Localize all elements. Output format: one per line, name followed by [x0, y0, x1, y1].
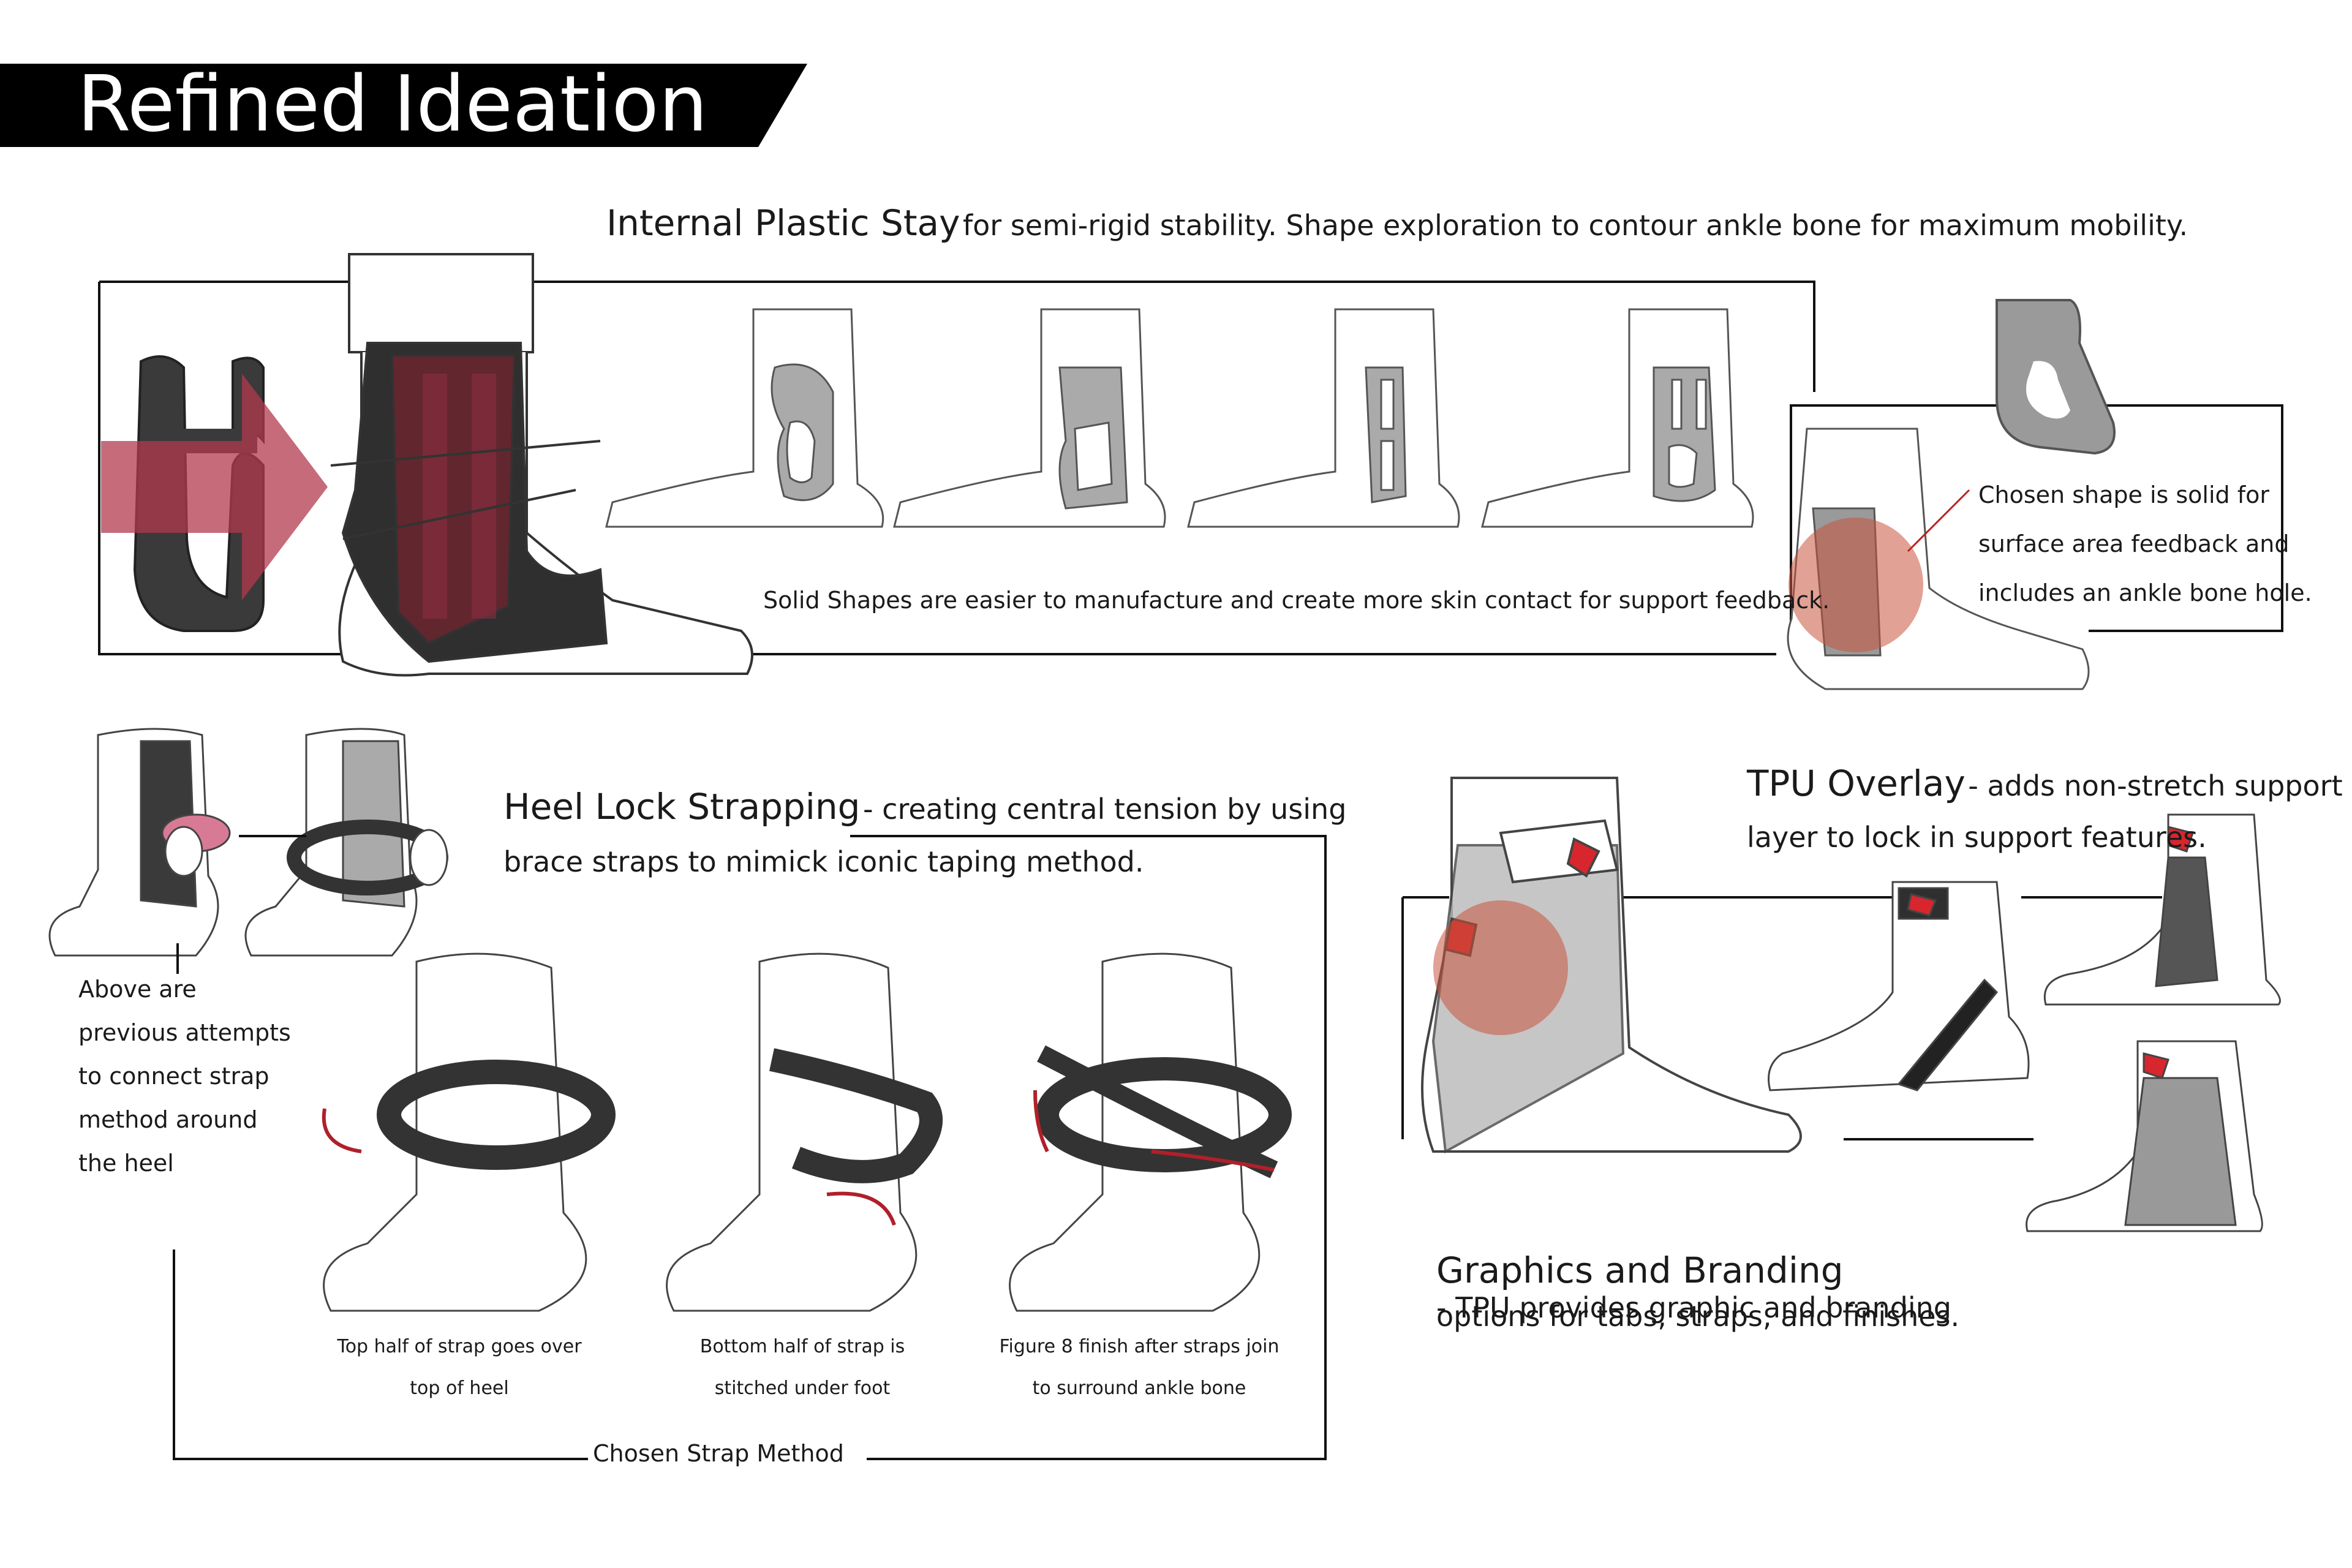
stay-variant-4	[1481, 308, 1754, 528]
ankle-bone-hole	[2026, 361, 2070, 419]
previous-note-line-5: the heel	[78, 1150, 174, 1177]
strap-step-1	[322, 952, 616, 1312]
heel-attempt-2	[244, 728, 448, 957]
heel-subheading-1: - creating central tension by using	[862, 793, 1347, 826]
tpu-variant-2	[2043, 813, 2281, 1006]
previous-note-line-3: to connect strap	[78, 1063, 270, 1090]
tpu-heading-block: TPU Overlay - adds non-stretch support	[1747, 763, 2343, 804]
heel-heading: Heel Lock Strapping	[503, 786, 861, 827]
stay-note: Solid Shapes are easier to manufacture a…	[763, 587, 1830, 614]
previous-note: Above are previous attempts to connect s…	[78, 968, 291, 1185]
caption-step-3-line-2: to surround ankle bone	[1032, 1378, 1246, 1399]
chosen-strap-label: Chosen Strap Method	[588, 1429, 849, 1478]
caption-step-3-line-1: Figure 8 finish after straps join	[999, 1336, 1280, 1357]
stay-heading-block: Internal Plastic Stay for semi-rigid sta…	[606, 202, 2188, 244]
heel-subheading-2: brace straps to mimick iconic taping met…	[503, 845, 1144, 878]
stay-heading: Internal Plastic Stay	[606, 202, 960, 244]
caption-step-2-line-2: stitched under foot	[714, 1378, 891, 1399]
previous-note-line-2: previous attempts	[78, 1019, 291, 1046]
arrow-icon	[101, 374, 328, 600]
caption-step-2-line-1: Bottom half of strap is	[699, 1336, 905, 1357]
chosen-note-line-2: surface area feedback and	[1978, 530, 2290, 557]
chosen-strap-line	[173, 1250, 612, 1460]
previous-note-line-4: method around	[78, 1106, 258, 1133]
tpu-variant-3	[2026, 1040, 2263, 1232]
caption-step-2: Bottom half of strap is stitched under f…	[649, 1326, 956, 1409]
stay-subheading: for semi-rigid stability. Shape explorat…	[962, 209, 2188, 242]
caption-step-1: Top half of strap goes over top of heel	[306, 1326, 612, 1409]
chosen-note-line-1: Chosen shape is solid for	[1978, 481, 2269, 508]
strap-step-3	[1009, 952, 1292, 1312]
strap-step-2	[666, 952, 943, 1312]
caption-step-1-line-1: Top half of strap goes over	[337, 1336, 582, 1357]
stay-variant-3	[1187, 308, 1460, 528]
tpu-subheading-2: layer to lock in support features.	[1747, 821, 2207, 854]
branding-heading-block: Graphics and Branding - TPU provides gra…	[1436, 1250, 2352, 1324]
caption-step-3: Figure 8 finish after straps join to sur…	[980, 1326, 1298, 1409]
branding-heading: Graphics and Branding	[1436, 1250, 1844, 1291]
branding-subheading-1: - TPU provides graphic and branding	[1436, 1291, 1951, 1324]
tpu-variant-1	[1768, 881, 2030, 1091]
chosen-note: Chosen shape is solid for surface area f…	[1978, 470, 2312, 617]
heel-frame	[850, 835, 1327, 1460]
previous-note-line-1: Above are	[78, 976, 197, 1003]
page-title: Refined Ideation	[77, 59, 708, 149]
heel-heading-block: Heel Lock Strapping - creating central t…	[503, 786, 1346, 827]
stay-frame-top	[99, 281, 1815, 392]
tpu-highlight-circle	[1433, 900, 1568, 1035]
caption-step-1-line-2: top of heel	[410, 1378, 509, 1399]
highlight-circle	[1789, 518, 1923, 652]
title-banner	[0, 64, 807, 147]
stay-frame-bottom	[98, 282, 1776, 655]
chosen-frame	[1790, 404, 2283, 637]
branding-subheading-2: options for tabs, straps, and finishes.	[1436, 1300, 1960, 1333]
callout-line	[1907, 489, 1970, 552]
chosen-note-line-3: includes an ankle bone hole.	[1978, 579, 2312, 606]
tpu-subheading-1: - adds non-stretch support	[1968, 769, 2343, 802]
stay-variant-1	[605, 308, 884, 528]
ankle-brace-stay-drawing	[330, 253, 753, 677]
tpu-heading: TPU Overlay	[1747, 763, 1966, 804]
heel-attempt-1	[48, 728, 231, 957]
stay-variant-2	[893, 308, 1166, 528]
